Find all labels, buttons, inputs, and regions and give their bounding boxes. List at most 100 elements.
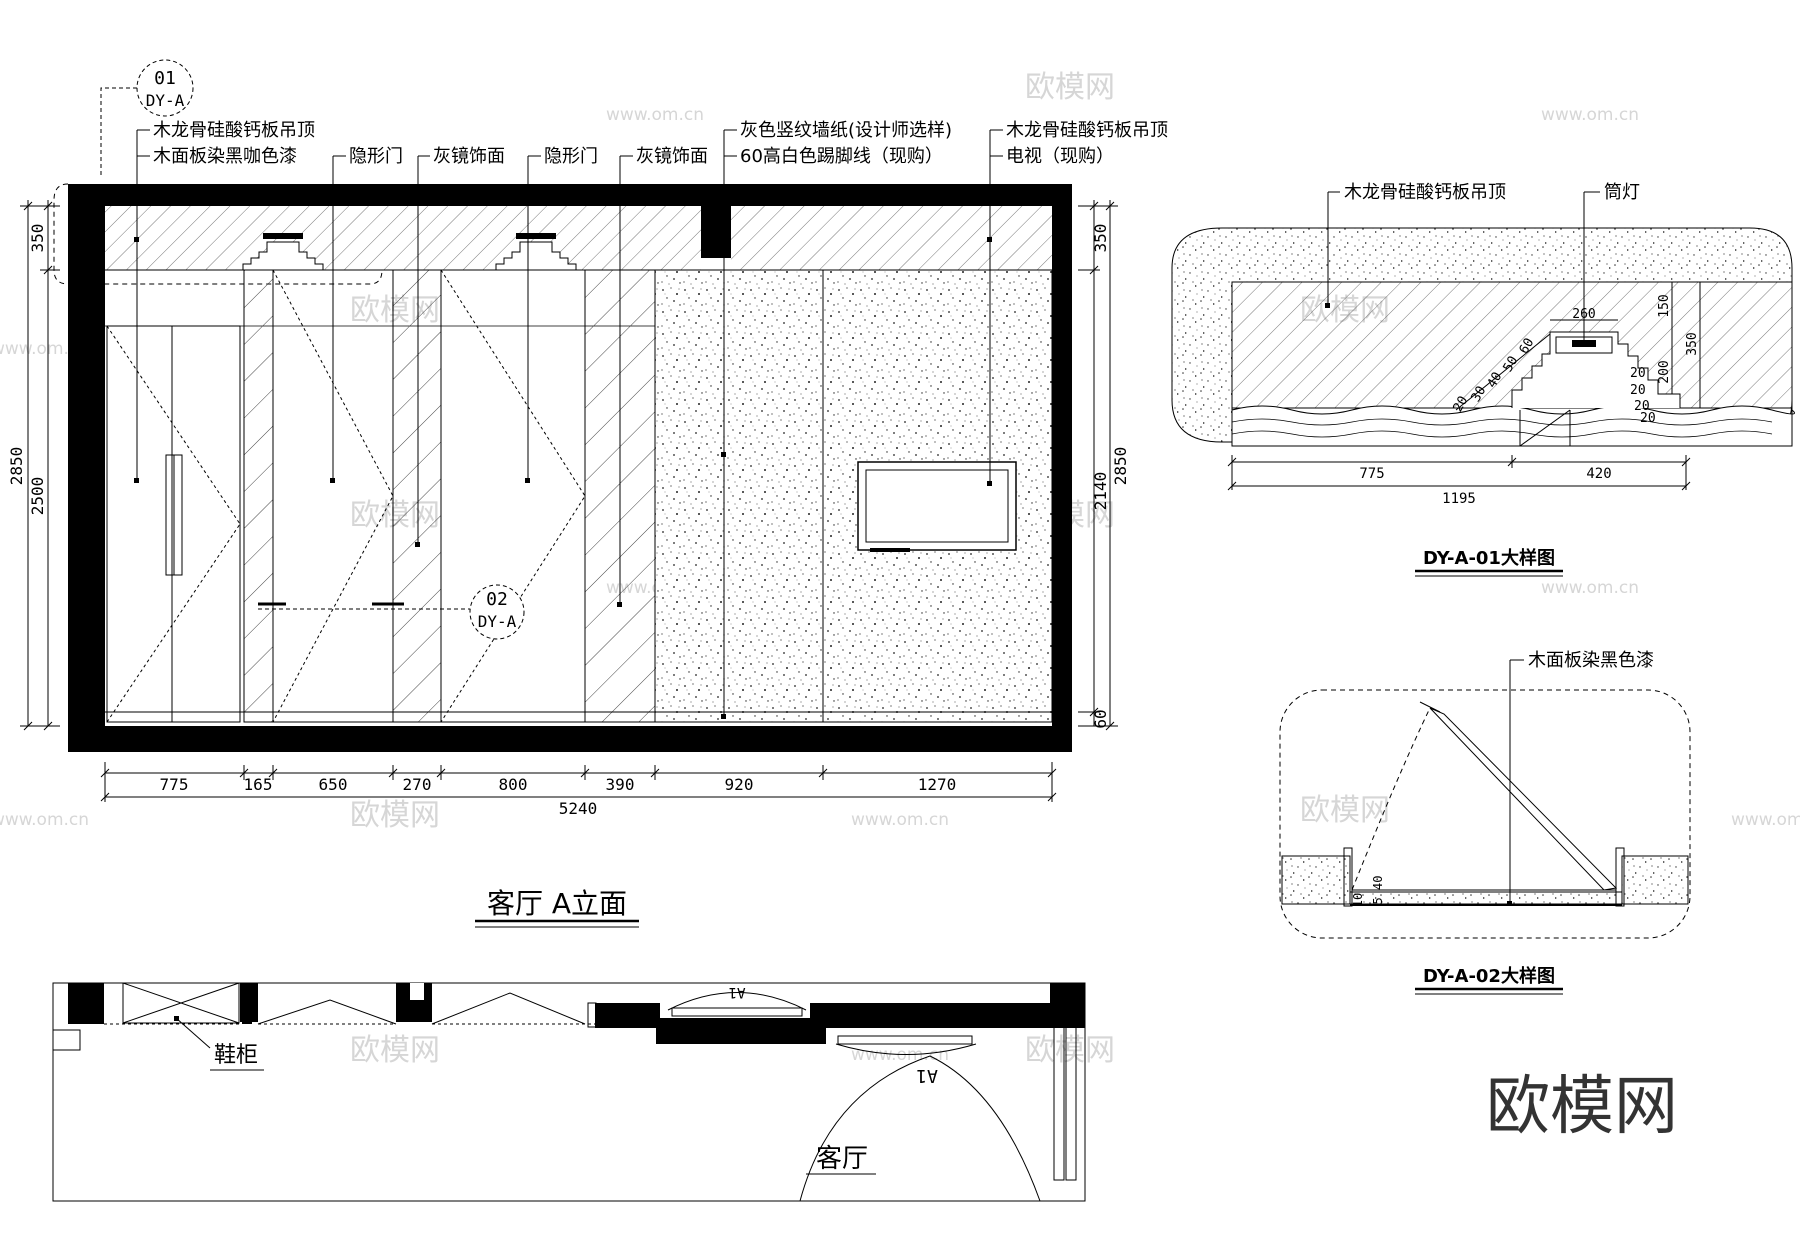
ceiling-band: [731, 206, 1052, 270]
floor-plan: A1 A1 鞋柜 客厅: [52, 982, 1086, 1202]
dim-right-2850: 2850: [1111, 447, 1130, 486]
dim-left-350: 350: [28, 224, 47, 253]
dim-value: 775: [160, 775, 189, 794]
watermark-url: www.om.cn: [606, 105, 704, 125]
tv: [857, 461, 1017, 552]
detail-02-title: DY-A-02大样图: [1423, 965, 1555, 987]
watermark-logo: 欧模网: [1025, 1033, 1115, 1068]
watermark-logo: 欧模网: [1300, 793, 1390, 828]
ceiling-band: [105, 206, 701, 270]
label-hidden-door-2: 隐形门: [544, 146, 598, 167]
dim-value: 150: [1657, 294, 1672, 317]
dim-right-60: 60: [1091, 709, 1110, 728]
dim-value: 420: [1586, 466, 1611, 482]
watermark-url: www.om.cn: [0, 810, 89, 830]
dim-value: 5 40: [1371, 876, 1385, 905]
callout-number: 01: [154, 68, 176, 89]
dim-total: 5240: [559, 799, 598, 818]
detail-02-wall-right: [1621, 855, 1689, 905]
callout-ref: DY-A: [478, 612, 517, 631]
dimension-bottom-values: 775 165 650 270 800 390 920 1270 5240: [160, 775, 957, 818]
downlight: [242, 233, 324, 271]
label-grey-mirror-1: 灰镜饰面: [433, 146, 505, 167]
detail-02: 木面板染黑色漆 10 5 40 DY-A-02大样图: [1279, 650, 1691, 995]
callout-number: 02: [486, 589, 508, 610]
dimension-right: [1078, 200, 1118, 731]
watermark-url: www.om.cn: [0, 339, 89, 359]
plan-room-label: 客厅: [816, 1144, 868, 1174]
plan-marker-bottom: A1: [916, 1065, 938, 1086]
watermark-logo: 欧模网: [1025, 70, 1115, 105]
watermark-url: www.om.cn: [851, 810, 949, 830]
plan-shoe-cabinet-label: 鞋柜: [214, 1043, 258, 1068]
wardrobe: [106, 325, 241, 723]
dim-value: 20: [1630, 366, 1646, 381]
dim-left-2500: 2500: [28, 477, 47, 516]
dim-value: 1270: [918, 775, 957, 794]
dim-value: 50: [1501, 354, 1522, 375]
leader-ticks: [137, 129, 1003, 157]
callout-ref: DY-A: [146, 91, 185, 110]
dim-value: 200: [1657, 360, 1672, 383]
detail-01-label-ceiling: 木龙骨硅酸钙板吊顶: [1344, 182, 1506, 203]
dim-value: 20: [1451, 394, 1472, 415]
dimension-bottom: [100, 762, 1057, 802]
dim-value: 1195: [1442, 491, 1476, 507]
dim-value: 40: [1485, 370, 1506, 391]
dim-value: 20: [1634, 399, 1650, 414]
dim-value: 30: [1469, 384, 1490, 405]
shoe-cabinet: [122, 982, 240, 1049]
wallpaper-panel: [654, 269, 824, 723]
dim-value: 775: [1359, 466, 1384, 482]
grey-mirror-panel: [392, 269, 442, 723]
watermark-url: www.om.cn: [1731, 810, 1800, 830]
dim-right-2140: 2140: [1091, 472, 1110, 511]
dim-value: 650: [319, 775, 348, 794]
label-wood-panel: 木面板染黑咖色漆: [153, 146, 297, 167]
downlight: [495, 233, 577, 271]
watermark-url: www.om.cn: [1541, 578, 1639, 598]
label-hidden-door-1: 隐形门: [349, 146, 403, 167]
dim-value: 20: [1640, 411, 1656, 426]
detail-01-label-lamp: 筒灯: [1604, 182, 1640, 203]
detail-01: 木龙骨硅酸钙板吊顶 筒灯 260 150 200 350 60 50 40 30…: [1171, 182, 1795, 577]
dim-value: 165: [244, 775, 273, 794]
leader-lines: [136, 130, 991, 717]
dimension-left: [20, 200, 60, 731]
callout-02: 02 DY-A: [469, 584, 525, 640]
soffit-column: [701, 206, 731, 258]
label-tv: 电视（现购）: [1006, 146, 1114, 167]
dim-value: 260: [1572, 307, 1595, 322]
dim-value: 10: [1351, 893, 1365, 907]
grey-mirror-panel: [243, 269, 274, 723]
dim-value: 390: [606, 775, 635, 794]
elevation-a: 01 DY-A: [7, 59, 1168, 928]
detail-02-wall-left: [1281, 855, 1351, 905]
dim-value: 350: [1685, 332, 1700, 355]
dim-value: 20: [1630, 383, 1646, 398]
watermark-url: www.om.cn: [1541, 105, 1639, 125]
label-ceiling-right: 木龙骨硅酸钙板吊顶: [1006, 120, 1168, 141]
dim-value: 800: [499, 775, 528, 794]
dim-left-2850: 2850: [7, 447, 26, 486]
dim-value: 920: [725, 775, 754, 794]
callout-01: 01 DY-A: [100, 59, 194, 176]
watermark-url: www.om.cn: [851, 1045, 949, 1065]
brand-logo: 欧模网: [1486, 1070, 1678, 1144]
leader-labels: 木龙骨硅酸钙板吊顶 木面板染黑咖色漆 隐形门 灰镜饰面 隐形门 灰镜饰面 灰色竖…: [153, 120, 1168, 167]
detail-02-label: 木面板染黑色漆: [1528, 650, 1654, 671]
label-baseboard: 60高白色踢脚线（现购）: [740, 146, 943, 167]
dim-value: 60: [1517, 336, 1538, 357]
watermark-logo: 欧模网: [350, 798, 440, 833]
detail-01-ceiling-hatch: [1231, 281, 1793, 409]
detail-01-title: DY-A-01大样图: [1423, 547, 1555, 569]
label-ceiling-left: 木龙骨硅酸钙板吊顶: [153, 120, 315, 141]
label-grey-mirror-2: 灰镜饰面: [636, 146, 708, 167]
dim-right-350: 350: [1091, 224, 1110, 253]
watermark-logo: 欧模网: [350, 1033, 440, 1068]
hidden-door: [258, 269, 394, 723]
label-wallpaper: 灰色竖纹墙纸(设计师选样): [740, 120, 952, 141]
plan-marker-top: A1: [729, 984, 746, 1000]
leader-dots: [134, 237, 992, 719]
